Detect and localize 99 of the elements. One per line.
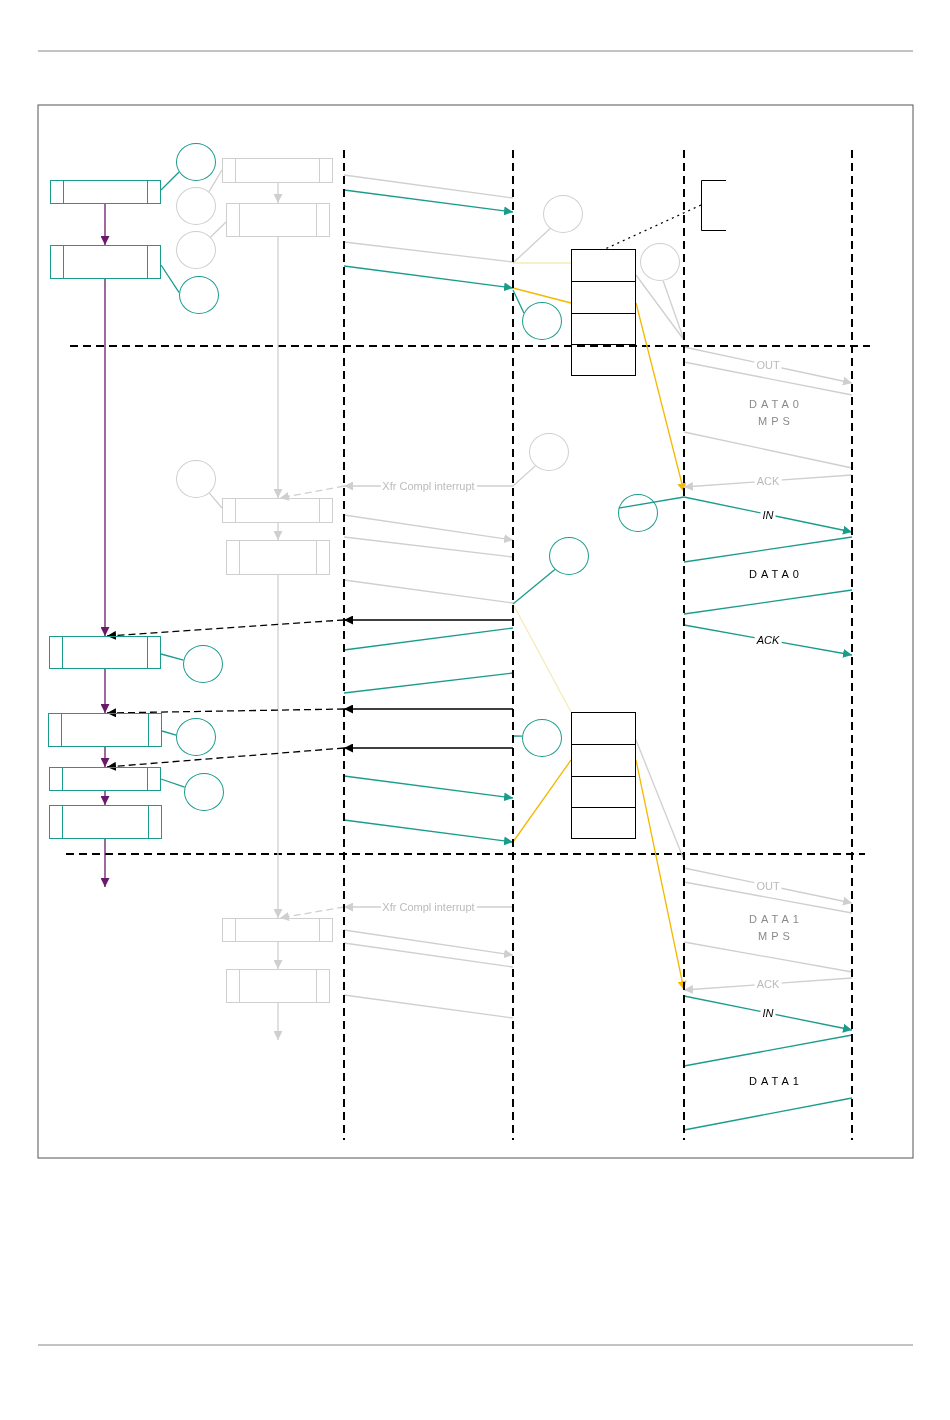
connector-line <box>343 536 514 558</box>
leader-line <box>604 204 702 250</box>
connector-line <box>683 431 853 469</box>
arrow <box>343 819 514 846</box>
leader-line <box>512 227 551 264</box>
arrow <box>343 189 514 216</box>
arrow <box>343 704 514 714</box>
process-box <box>226 969 330 1003</box>
bracket-symbol <box>701 180 726 231</box>
arrow <box>683 496 853 535</box>
arrow <box>343 265 514 292</box>
arrow <box>343 929 514 959</box>
packet-label: DATA1 MPS <box>748 912 804 944</box>
lifeline <box>850 150 854 1140</box>
leader-line <box>208 169 223 193</box>
connector-line <box>343 672 514 694</box>
packet-label: DATA0 <box>748 566 804 582</box>
connector-line <box>683 589 853 615</box>
arrow <box>635 759 687 991</box>
arrow <box>343 615 514 625</box>
edge-label: Xfr Compl interrupt <box>380 900 477 914</box>
leader-line <box>160 264 180 294</box>
leader-line <box>210 221 227 238</box>
edge-label: OUT <box>754 358 782 372</box>
arrow <box>106 708 345 718</box>
edge-label: ACK <box>754 633 782 647</box>
arrow <box>100 668 110 714</box>
leader-line <box>160 171 180 191</box>
arrow <box>100 838 110 888</box>
connector-line <box>512 603 572 713</box>
connector-line <box>343 942 514 968</box>
lifeline <box>342 150 346 1140</box>
fifo-stack <box>571 712 636 839</box>
process-box <box>222 918 333 942</box>
edge-label: ACK <box>754 474 782 488</box>
process-box <box>222 158 333 183</box>
arrow <box>273 941 283 970</box>
arrow <box>279 906 345 921</box>
connector-line <box>343 174 514 199</box>
leader-line <box>208 492 223 509</box>
arrow <box>273 522 283 541</box>
connector-line <box>683 536 853 563</box>
arrow <box>100 790 110 806</box>
edge-label: ACK <box>754 977 782 991</box>
packet-label: DATA1 <box>748 1073 804 1089</box>
leader-line <box>512 568 556 605</box>
connector-line <box>512 759 572 843</box>
process-box <box>226 540 330 575</box>
packet-label: DATA0 MPS <box>748 397 804 429</box>
arrow <box>343 775 514 802</box>
process-box <box>222 498 333 523</box>
arrow <box>106 747 345 771</box>
edge-label: IN <box>760 508 776 521</box>
connector-line <box>683 881 853 914</box>
edge-label: IN <box>760 1006 776 1020</box>
arrow <box>100 278 110 637</box>
process-box <box>48 713 162 747</box>
process-box <box>226 203 330 237</box>
edge-label: Xfr Compl interrupt <box>380 479 477 493</box>
connector-line <box>635 739 685 861</box>
connector-line <box>683 1034 853 1067</box>
process-box <box>49 636 161 669</box>
arrow <box>343 514 514 544</box>
connector-line <box>512 287 572 304</box>
connector-line <box>343 994 514 1019</box>
process-box <box>50 245 161 279</box>
leader-line <box>160 778 186 788</box>
leader-line <box>618 496 685 509</box>
arrow <box>100 203 110 246</box>
connector-line <box>512 262 572 264</box>
lifeline <box>682 150 686 1140</box>
arrow <box>273 1002 283 1041</box>
connector-line <box>683 1097 853 1131</box>
process-box <box>49 767 161 791</box>
process-box <box>49 805 162 839</box>
arrow <box>683 995 853 1033</box>
arrow <box>343 743 514 753</box>
arrow <box>273 182 283 204</box>
connector-line <box>343 241 514 263</box>
arrow <box>279 485 345 501</box>
arrow <box>100 746 110 768</box>
arrow <box>635 302 687 493</box>
connector-line <box>635 274 685 341</box>
leader-line <box>161 730 177 736</box>
connector-line <box>683 941 853 973</box>
leader-line <box>512 735 523 737</box>
arrow <box>273 574 283 919</box>
lifeline <box>511 150 515 1140</box>
leader-line <box>160 653 185 661</box>
connector-line <box>343 579 514 604</box>
process-box <box>50 180 161 204</box>
arrow <box>106 619 345 640</box>
connector-line <box>683 361 853 396</box>
connector-line <box>343 627 514 651</box>
leader-line <box>512 465 536 487</box>
fifo-stack <box>571 249 636 376</box>
arrow <box>273 236 283 499</box>
edge-label: OUT <box>754 879 782 892</box>
leader-line <box>512 289 525 314</box>
